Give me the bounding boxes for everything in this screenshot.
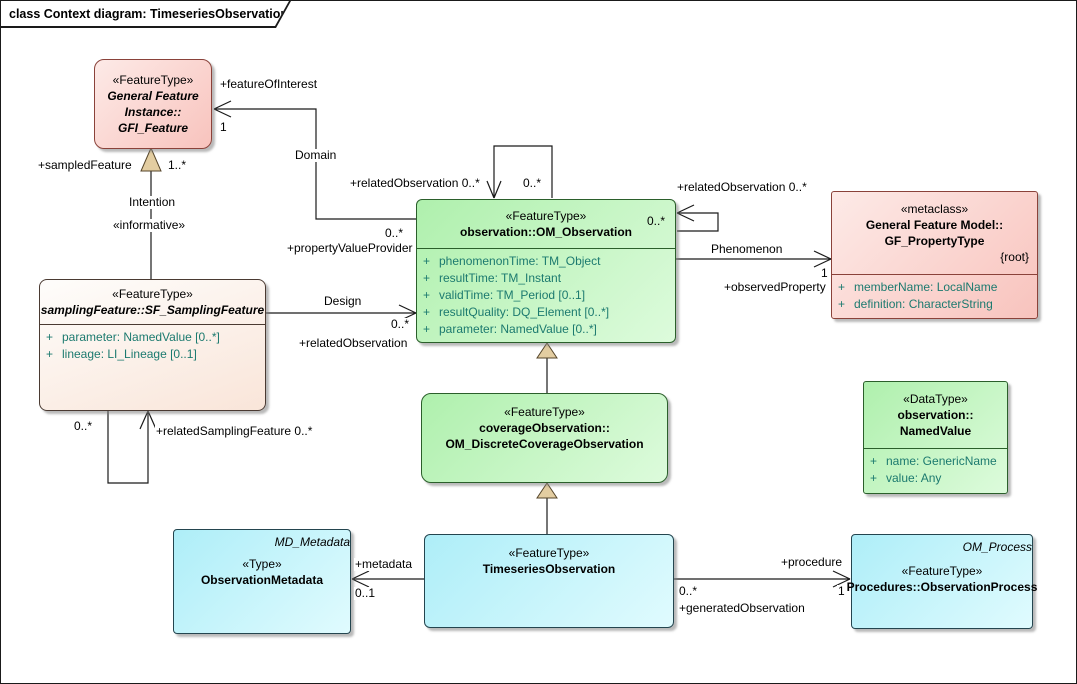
multiplicity-label: 0..* (73, 419, 94, 433)
class-name: TimeseriesObservation (482, 562, 616, 576)
attribute: +name: GenericName (870, 454, 997, 468)
class-name: observation:: (897, 408, 974, 422)
role-label-generatedobservation: +generatedObservation (678, 601, 806, 615)
multiplicity-label: 0..* (390, 317, 411, 331)
role-label-relatedobservation: +relatedObservation (298, 336, 409, 350)
diagram-frame-tab: class Context diagram: TimeseriesObserva… (1, 1, 291, 28)
attribute-compartment: +parameter: NamedValue [0..*] +lineage: … (40, 324, 265, 363)
stereotype: «FeatureType» (112, 287, 193, 301)
stereotype-label-informative: «informative» (112, 218, 187, 232)
multiplicity-label: 1 (820, 266, 829, 280)
attribute: +definition: CharacterString (838, 297, 993, 311)
class-name: samplingFeature::SF_SamplingFeature (40, 303, 265, 317)
class-name: ObservationMetadata (200, 573, 324, 587)
multiplicity-label: 0..* (646, 214, 665, 228)
attribute: +memberName: LocalName (838, 280, 998, 294)
role-label-relatedobservation-right: +relatedObservation 0..* (676, 180, 808, 194)
attribute-compartment: +name: GenericName +value: Any (864, 448, 1007, 487)
stereotype: «FeatureType» (505, 209, 587, 223)
attribute: +parameter: NamedValue [0..*] (423, 322, 597, 336)
role-label-metadata: +metadata (354, 557, 414, 571)
role-label-relatedsamplingfeature: +relatedSamplingFeature 0..* (155, 424, 314, 438)
association-name-domain: Domain (294, 148, 338, 162)
class-name: Procedures::ObservationProcess (846, 580, 1038, 594)
class-box-observationmetadata[interactable]: MD_Metadata «Type» ObservationMetadata (173, 529, 351, 634)
association-name-intention: Intention (128, 195, 177, 209)
attribute: +resultQuality: DQ_Element [0..*] (423, 305, 610, 319)
stereotype: «FeatureType» (504, 405, 585, 419)
association-name-design: Design (323, 294, 363, 308)
diagram-title: class Context diagram: TimeseriesObserva… (9, 6, 289, 21)
root-tag: {root} (1000, 250, 1029, 264)
stereotype: «DataType» (903, 392, 968, 406)
stereotype: «FeatureType» (901, 564, 983, 578)
role-label-sampledfeature: +sampledFeature (37, 158, 133, 172)
attribute: +parameter: NamedValue [0..*] (46, 330, 220, 344)
multiplicity-label: 1 (837, 584, 846, 598)
role-label-observedproperty: +observedProperty (723, 280, 827, 294)
class-name: GF_PropertyType (884, 234, 985, 248)
attribute: +validTime: TM_Period [0..1] (423, 288, 586, 302)
stereotype: «FeatureType» (112, 73, 194, 87)
attribute: +lineage: LI_Lineage [0..1] (46, 347, 197, 361)
class-name: GFI_Feature (117, 121, 189, 135)
multiplicity-label: 0..1 (354, 586, 377, 600)
multiplicity-label: 1 (219, 120, 228, 134)
generalization-arrow-tso-to-coverage (536, 482, 558, 499)
class-name: Instance:: (124, 105, 182, 119)
multiplicity-label: 1..* (167, 158, 188, 172)
attribute-compartment: +phenomenonTime: TM_Object +resultTime: … (417, 248, 675, 338)
class-box-gfi-feature[interactable]: «FeatureType» General Feature Instance::… (94, 59, 212, 149)
classifier-tag: MD_Metadata (274, 535, 350, 549)
class-name: OM_DiscreteCoverageObservation (445, 437, 644, 451)
classifier-tag: OM_Process (962, 540, 1032, 554)
class-box-om-observation[interactable]: «FeatureType» observation::OM_Observatio… (416, 199, 676, 343)
attribute: +value: Any (870, 471, 942, 485)
class-name: coverageObservation:: (479, 421, 610, 435)
attribute-compartment: +memberName: LocalName +definition: Char… (832, 274, 1037, 313)
association-name-phenomenon: Phenomenon (710, 242, 784, 256)
role-label-procedure: +procedure (780, 555, 844, 569)
generalization-arrow-coverage-to-om (536, 342, 558, 359)
class-box-gf-propertytype[interactable]: «metaclass» General Feature Model:: GF_P… (831, 191, 1038, 319)
multiplicity-label: 0..* (384, 226, 405, 240)
class-box-sf-samplingfeature[interactable]: «FeatureType» samplingFeature::SF_Sampli… (39, 279, 266, 411)
class-box-timeseriesobservation[interactable]: «FeatureType» TimeseriesObservation (424, 534, 674, 628)
class-name: General Feature Model:: (865, 218, 1004, 232)
stereotype: «metaclass» (900, 202, 969, 216)
attribute: +resultTime: TM_Instant (423, 271, 562, 285)
role-label-featureofinterest: +featureOfInterest (219, 77, 319, 91)
class-name: General Feature (107, 89, 199, 103)
class-name: observation::OM_Observation (459, 225, 633, 239)
stereotype: «FeatureType» (508, 546, 590, 560)
role-label-propertyvalueprovider: +propertyValueProvider (286, 241, 414, 255)
role-label-relatedobservation-top: +relatedObservation 0..* (349, 176, 481, 190)
stereotype: «Type» (242, 557, 282, 571)
class-name: NamedValue (899, 424, 972, 438)
multiplicity-label: 0..* (522, 176, 543, 190)
class-box-namedvalue[interactable]: «DataType» observation:: NamedValue +nam… (863, 381, 1008, 494)
generalization-arrow-sampledfeature (140, 146, 162, 172)
multiplicity-label: 0..* (678, 584, 699, 598)
class-box-observationprocess[interactable]: OM_Process «FeatureType» Procedures::Obs… (847, 534, 1037, 629)
attribute: +phenomenonTime: TM_Object (423, 254, 601, 268)
class-box-om-discretecoverageobservation[interactable]: «FeatureType» coverageObservation:: OM_D… (421, 393, 668, 483)
